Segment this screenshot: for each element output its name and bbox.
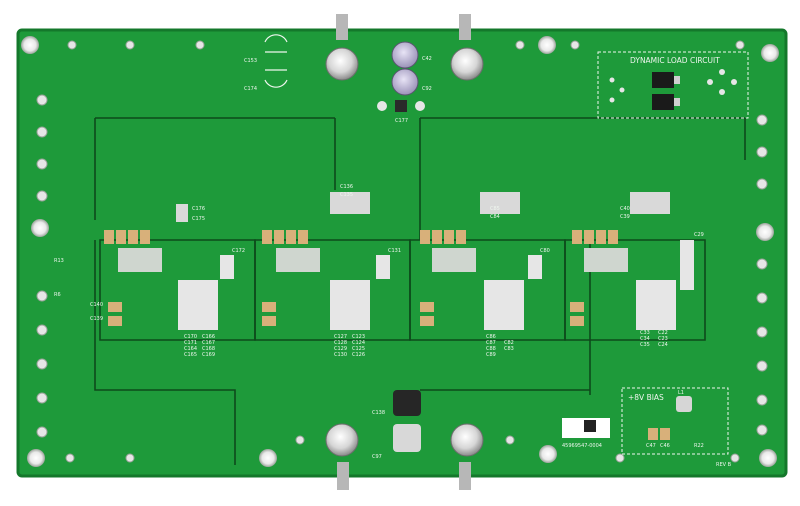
connector-stub bbox=[337, 462, 349, 490]
svg-text:C131: C131 bbox=[388, 248, 401, 254]
svg-text:C22: C22 bbox=[658, 330, 668, 336]
refdes-c138: C138 bbox=[372, 410, 385, 416]
qr-code bbox=[584, 420, 596, 432]
rev-label: REV B bbox=[716, 462, 732, 468]
via bbox=[415, 101, 425, 111]
bias-cap bbox=[660, 428, 670, 440]
polymer-capacitor bbox=[393, 424, 421, 452]
svg-text:C83: C83 bbox=[504, 346, 514, 352]
svg-text:C86: C86 bbox=[486, 334, 496, 340]
refdes-c153: C153 bbox=[244, 58, 257, 64]
connector-stub bbox=[336, 14, 348, 40]
dynamic-load-box bbox=[597, 51, 749, 119]
svg-text:C123: C123 bbox=[352, 334, 365, 340]
phase-block-3 bbox=[420, 192, 542, 330]
svg-text:C168: C168 bbox=[202, 346, 215, 352]
mounting-holes bbox=[21, 36, 779, 467]
dynamic-load-label: DYNAMIC LOAD CIRCUIT bbox=[630, 56, 720, 65]
mosfet bbox=[652, 94, 674, 110]
smd-capacitor bbox=[395, 100, 407, 112]
refdes-c46: C46 bbox=[660, 443, 670, 449]
svg-text:C165: C165 bbox=[184, 352, 197, 358]
svg-text:C172: C172 bbox=[232, 248, 245, 254]
svg-text:C39: C39 bbox=[620, 214, 630, 220]
svg-text:C89: C89 bbox=[486, 352, 496, 358]
mosfet bbox=[652, 72, 674, 88]
bias-box bbox=[621, 387, 729, 455]
svg-text:C171: C171 bbox=[184, 340, 197, 346]
svg-text:C88: C88 bbox=[486, 346, 496, 352]
connector-stub bbox=[459, 462, 471, 490]
refdes-c92: C92 bbox=[422, 86, 432, 92]
svg-text:C127: C127 bbox=[334, 334, 347, 340]
svg-text:C130: C130 bbox=[334, 352, 347, 358]
svg-text:C129: C129 bbox=[334, 346, 347, 352]
electrolytic-capacitor bbox=[325, 47, 359, 81]
svg-text:C29: C29 bbox=[694, 232, 704, 238]
polymer-capacitor bbox=[391, 68, 419, 96]
svg-text:C135: C135 bbox=[340, 192, 353, 198]
svg-text:R13: R13 bbox=[54, 258, 64, 264]
svg-text:C175: C175 bbox=[192, 216, 205, 222]
svg-text:C166: C166 bbox=[202, 334, 215, 340]
electrolytic-capacitor bbox=[450, 423, 484, 457]
polymer-capacitor bbox=[393, 390, 421, 416]
mosfet-tab bbox=[674, 76, 680, 84]
connector-stub bbox=[459, 14, 471, 40]
cap-footprints bbox=[264, 34, 288, 88]
svg-text:C24: C24 bbox=[658, 342, 668, 348]
refdes-labels: R13 R6 C140 C139 C176 C175 C136 C135 C85… bbox=[54, 184, 704, 358]
svg-text:C167: C167 bbox=[202, 340, 215, 346]
svg-text:C87: C87 bbox=[486, 340, 496, 346]
svg-text:R6: R6 bbox=[54, 292, 61, 298]
electrolytic-capacitor bbox=[450, 47, 484, 81]
svg-text:C139: C139 bbox=[90, 316, 103, 322]
svg-text:C128: C128 bbox=[334, 340, 347, 346]
svg-text:C34: C34 bbox=[640, 336, 650, 342]
serial-number: 45969547-0004 bbox=[562, 443, 602, 449]
svg-text:C136: C136 bbox=[340, 184, 353, 190]
phase-block-1 bbox=[104, 204, 234, 330]
inductor-l1 bbox=[676, 396, 692, 412]
mosfet-tab bbox=[674, 98, 680, 106]
load-vias bbox=[609, 69, 737, 103]
pcb-board bbox=[18, 30, 786, 476]
svg-text:C84: C84 bbox=[490, 214, 500, 220]
svg-text:C85: C85 bbox=[490, 206, 500, 212]
svg-text:C126: C126 bbox=[352, 352, 365, 358]
phase-block-4 bbox=[570, 192, 694, 330]
refdes-c97: C97 bbox=[372, 454, 382, 460]
svg-text:C140: C140 bbox=[90, 302, 103, 308]
refdes-c47: C47 bbox=[646, 443, 656, 449]
via bbox=[377, 101, 387, 111]
svg-text:C40: C40 bbox=[620, 206, 630, 212]
svg-text:C80: C80 bbox=[540, 248, 550, 254]
svg-text:C125: C125 bbox=[352, 346, 365, 352]
refdes-c177: C177 bbox=[395, 118, 408, 124]
refdes-l1: L1 bbox=[678, 390, 684, 396]
svg-text:C35: C35 bbox=[640, 342, 650, 348]
svg-text:C164: C164 bbox=[184, 346, 197, 352]
refdes-r22: R22 bbox=[694, 443, 704, 449]
svg-text:C33: C33 bbox=[640, 330, 650, 336]
polymer-capacitor bbox=[391, 41, 419, 69]
svg-text:C23: C23 bbox=[658, 336, 668, 342]
copper-traces bbox=[94, 117, 746, 465]
svg-text:C82: C82 bbox=[504, 340, 514, 346]
svg-text:C124: C124 bbox=[352, 340, 365, 346]
bias-label: +8V BIAS bbox=[628, 393, 664, 402]
refdes-c42: C42 bbox=[422, 56, 432, 62]
edge-pins bbox=[36, 40, 768, 463]
svg-text:C176: C176 bbox=[192, 206, 205, 212]
board-edge-shade bbox=[16, 28, 788, 478]
bias-cap bbox=[648, 428, 658, 440]
phase-block-2 bbox=[262, 192, 390, 330]
electrolytic-capacitor bbox=[325, 423, 359, 457]
svg-text:C170: C170 bbox=[184, 334, 197, 340]
svg-text:C169: C169 bbox=[202, 352, 215, 358]
refdes-c174: C174 bbox=[244, 86, 257, 92]
